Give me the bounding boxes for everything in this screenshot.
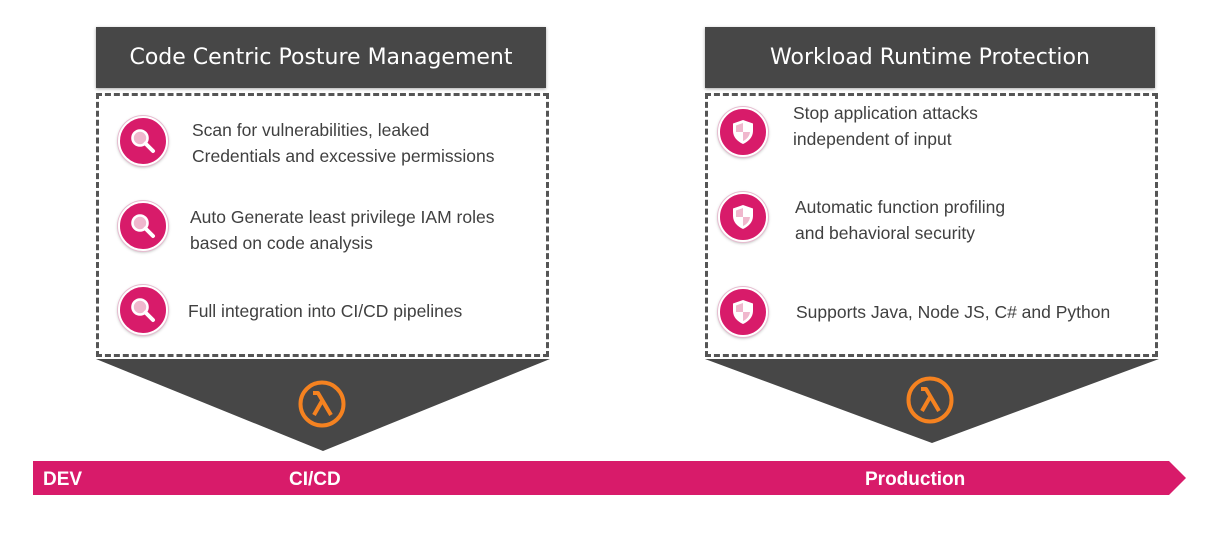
shield-icon <box>718 287 768 337</box>
right-item-3 <box>718 287 768 337</box>
left-panel-title: Code Centric Posture Management <box>96 27 546 88</box>
right-item-1-text: Stop application attacks independent of … <box>793 103 978 149</box>
left-item-1-text: Scan for vulnerabilities, leaked Credent… <box>192 120 495 166</box>
right-panel-box <box>705 93 1158 357</box>
left-item-2 <box>118 201 168 251</box>
right-item-3-text: Supports Java, Node JS, C# and Python <box>796 302 1111 322</box>
right-item-1 <box>718 107 768 157</box>
timeline-arrow <box>33 461 1186 495</box>
search-magnifier-icon <box>118 285 168 335</box>
shield-icon <box>718 107 768 157</box>
search-magnifier-icon <box>118 116 168 166</box>
left-item-2-text: Auto Generate least privilege IAM roles … <box>190 207 495 253</box>
lambda-icon <box>298 380 346 428</box>
timeline-stage-dev: DEV <box>43 469 83 490</box>
right-item-2-text: Automatic function profiling and behavio… <box>795 197 1006 243</box>
left-item-3-text: Full integration into CI/CD pipelines <box>188 301 463 321</box>
shield-icon <box>718 192 768 242</box>
left-item-1 <box>118 116 168 166</box>
left-panel-box <box>96 93 549 357</box>
right-item-2 <box>718 192 768 242</box>
timeline-stage-cicd: CI/CD <box>289 469 341 490</box>
lambda-icon <box>906 376 954 424</box>
timeline-stage-production: Production <box>865 469 966 490</box>
search-magnifier-icon <box>118 201 168 251</box>
right-panel-title: Workload Runtime Protection <box>705 27 1155 88</box>
left-item-3 <box>118 285 168 335</box>
